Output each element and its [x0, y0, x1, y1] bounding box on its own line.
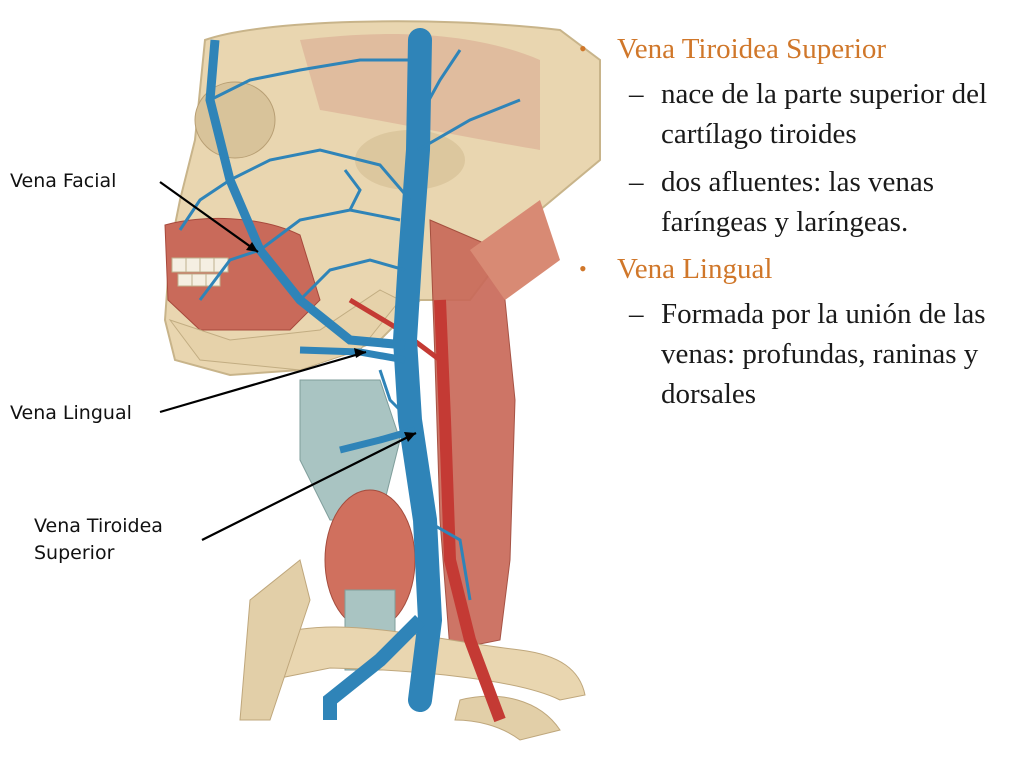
- jugular-vein: [392, 28, 443, 712]
- dash-icon: –: [629, 166, 644, 198]
- label-line-2: Superior: [34, 542, 115, 564]
- sub-bullet-text: dos afluentes: las venas faríngeas y lar…: [661, 166, 935, 238]
- label-vena-tiroidea-superior: Vena Tiroidea Superior: [34, 513, 234, 567]
- dash-icon: –: [629, 298, 644, 330]
- bullet-title: Vena Lingual: [617, 253, 773, 285]
- dash-icon: –: [629, 78, 644, 110]
- sub-bullet: – dos afluentes: las venas faríngeas y l…: [575, 162, 1015, 242]
- label-line-1: Vena Tiroidea: [34, 515, 163, 537]
- bullet-title: Vena Tiroidea Superior: [617, 33, 887, 65]
- text-panel: • Vena Tiroidea Superior – nace de la pa…: [575, 30, 1015, 422]
- bullet-icon: •: [579, 36, 587, 61]
- sub-bullet: – Formada por la unión de las venas: pro…: [575, 294, 1015, 414]
- sub-bullet: – nace de la parte superior del cartílag…: [575, 74, 1015, 154]
- sub-bullet-text: nace de la parte superior del cartílago …: [661, 78, 988, 150]
- bullet-vena-tiroidea-superior: • Vena Tiroidea Superior: [575, 30, 1015, 68]
- bullet-icon: •: [579, 256, 587, 281]
- sub-bullet-text: Formada por la unión de las venas: profu…: [661, 298, 986, 410]
- eye-socket: [194, 81, 276, 159]
- bullet-vena-lingual: • Vena Lingual: [575, 250, 1015, 288]
- label-vena-facial: Vena Facial: [10, 170, 117, 192]
- label-vena-lingual: Vena Lingual: [10, 402, 132, 424]
- superior-thyroid-vein: [339, 426, 416, 454]
- carotid-artery: [434, 299, 506, 723]
- vein-network: [178, 49, 521, 601]
- callout-arrows: [159, 181, 417, 541]
